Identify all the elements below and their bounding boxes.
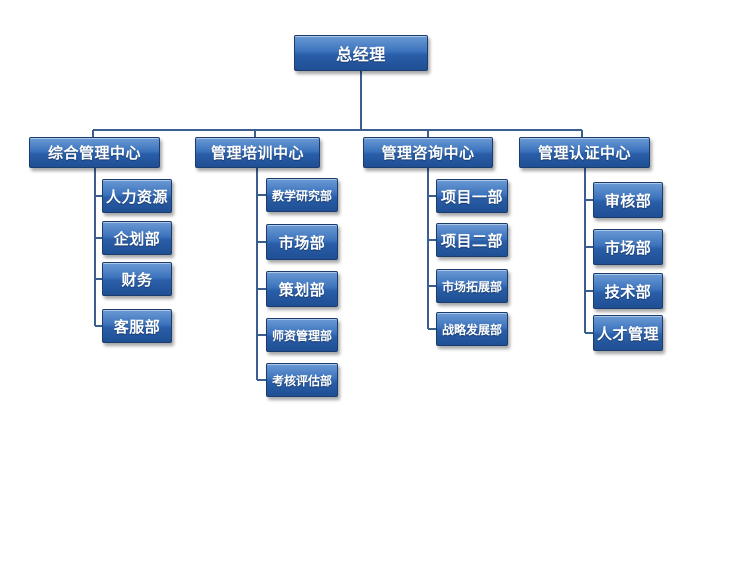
node-center-training: 管理培训中心 [195, 137, 320, 168]
node-dept-planning: 企划部 [102, 221, 172, 255]
node-dept-technology: 技术部 [593, 273, 663, 309]
node-root-general-manager: 总经理 [294, 35, 428, 71]
node-center-general-management: 综合管理中心 [29, 137, 160, 168]
node-dept-strategy-planning: 策划部 [266, 271, 338, 307]
node-dept-customer-service: 客服部 [102, 309, 172, 343]
node-dept-strategic-development: 战略发展部 [436, 312, 508, 346]
node-dept-cert-marketing: 市场部 [593, 229, 663, 265]
node-dept-market-expansion: 市场拓展部 [436, 269, 508, 303]
node-dept-faculty-management: 师资管理部 [266, 318, 338, 352]
node-dept-finance: 财务 [102, 262, 172, 296]
node-dept-human-resources: 人力资源 [102, 179, 172, 213]
node-center-certification: 管理认证中心 [519, 137, 650, 168]
node-dept-talent-management: 人才管理 [593, 315, 663, 351]
node-dept-marketing: 市场部 [266, 224, 338, 260]
node-dept-audit: 审核部 [593, 182, 663, 218]
node-dept-teaching-research: 教学研究部 [266, 178, 338, 212]
node-dept-project-one: 项目一部 [436, 179, 508, 213]
node-center-consulting: 管理咨询中心 [363, 137, 493, 168]
node-dept-assessment: 考核评估部 [266, 363, 338, 397]
node-dept-project-two: 项目二部 [436, 223, 508, 257]
